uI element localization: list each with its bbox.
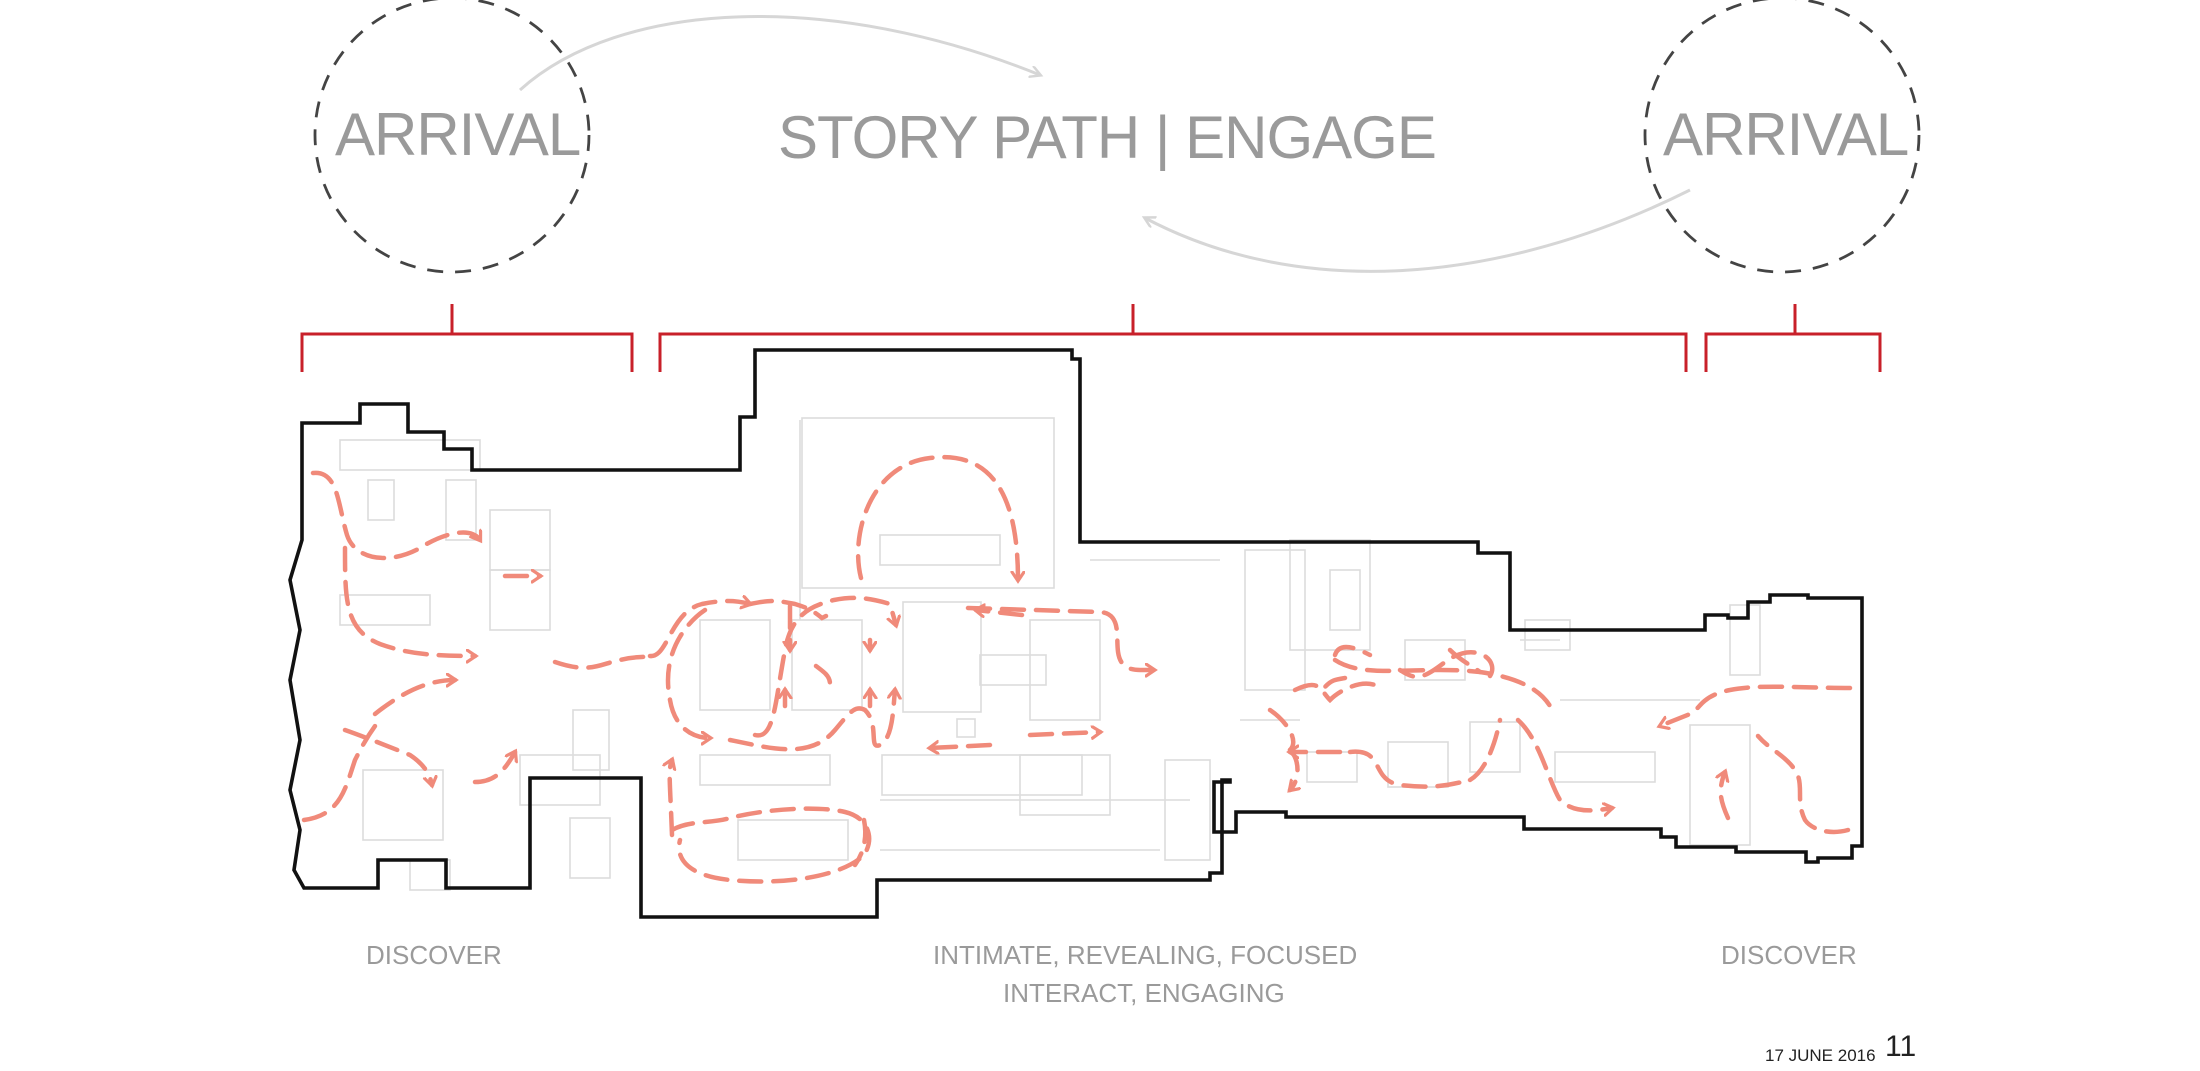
path-right-1 <box>1292 681 1378 704</box>
circulation-arcs <box>518 15 1691 273</box>
path-right-3 <box>1332 657 1553 709</box>
path-right-4 <box>1397 650 1495 679</box>
path-right-6 <box>1317 675 1348 696</box>
path-right-2 <box>1332 644 1373 658</box>
path-right-5 <box>1447 647 1483 675</box>
path-center-11 <box>965 605 1154 670</box>
arc-bottom-arrow <box>1145 188 1691 273</box>
path-left-1 <box>310 470 483 561</box>
path-center-16 <box>669 806 872 884</box>
path-center-10 <box>727 690 895 752</box>
arrival-left-label: ARRIVAL <box>335 101 581 168</box>
path-center-12 <box>976 610 1025 615</box>
path-right-10 <box>1467 717 1503 783</box>
arrival-right-circle <box>1643 0 1921 274</box>
story-path <box>301 454 1853 884</box>
bracket-left <box>300 304 634 372</box>
footer-date: 17 JUNE 2016 <box>1765 1046 1876 1065</box>
path-center-2 <box>747 598 829 621</box>
path-left-8 <box>552 653 653 670</box>
zone-center-label-1: INTIMATE, REVEALING, FOCUSED <box>933 940 1358 970</box>
zone-left-label: DISCOVER <box>366 940 502 970</box>
path-center-17 <box>852 817 868 868</box>
path-center-1 <box>647 601 750 659</box>
page-title: STORY PATH | ENGAGE <box>778 104 1437 171</box>
zone-right-label: DISCOVER <box>1721 940 1857 970</box>
path-center-13 <box>1027 732 1100 735</box>
path-left-7 <box>472 752 515 785</box>
path-center-15 <box>670 760 672 838</box>
path-left-6 <box>301 719 381 823</box>
bracket-right <box>1704 304 1882 372</box>
path-center-3 <box>665 607 710 738</box>
path-right-12 <box>1515 717 1612 810</box>
zone-brackets <box>300 304 1882 372</box>
path-right-14 <box>1755 733 1851 835</box>
page-number: 11 <box>1885 1030 1917 1063</box>
path-right-15 <box>1721 772 1731 821</box>
arrival-left-circle <box>313 0 591 274</box>
zone-center-label-2: INTERACT, ENGAGING <box>1003 978 1285 1008</box>
path-right-9 <box>1347 749 1473 789</box>
path-center-8 <box>813 663 833 687</box>
path-right-8 <box>1267 707 1296 753</box>
path-left-4 <box>372 680 455 717</box>
bracket-center <box>658 304 1688 372</box>
arc-top-arrow <box>518 15 1040 92</box>
floorplan-outline <box>288 348 1864 919</box>
path-right-13 <box>1660 684 1853 726</box>
floorplan-interior <box>339 417 1761 891</box>
path-left-5 <box>342 727 432 785</box>
path-center-14 <box>930 745 993 748</box>
path-center-arc <box>855 454 1018 580</box>
path-right-7 <box>1290 747 1298 790</box>
arrival-right-label: ARRIVAL <box>1663 101 1909 168</box>
path-left-2 <box>342 545 475 656</box>
